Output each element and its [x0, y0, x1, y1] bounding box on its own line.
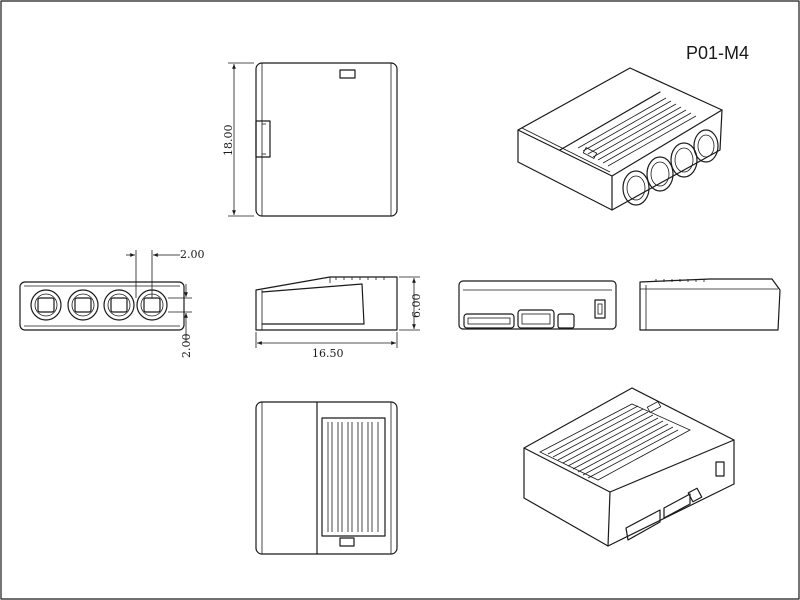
latch-slot — [339, 69, 356, 79]
dimension-length: 16.50 — [255, 332, 398, 360]
side-view-right — [639, 278, 781, 331]
dimension-height-label: 18.00 — [222, 125, 235, 157]
top-view — [255, 401, 398, 555]
back-view — [458, 280, 617, 330]
dimension-pitch-vertical: 2.00 — [168, 284, 193, 358]
front-view — [255, 62, 398, 217]
iso-port-openings — [622, 129, 719, 206]
end-view-ports — [19, 281, 185, 331]
port-2 — [67, 289, 99, 321]
top-view-latch — [339, 537, 355, 547]
side-view — [255, 276, 398, 331]
dimension-length-label: 16.50 — [312, 347, 344, 360]
isometric-view-front — [517, 67, 723, 211]
iso-latch — [715, 461, 725, 477]
back-latch — [594, 299, 606, 319]
isometric-view-back — [523, 387, 735, 547]
dimension-thickness: 6.00 — [399, 276, 423, 331]
part-number-label: P01-M4 — [686, 43, 749, 63]
port-3 — [103, 289, 135, 321]
dimension-pitch-vertical-label: 2.00 — [180, 334, 193, 359]
port-1 — [30, 289, 62, 321]
side-clip — [255, 120, 271, 158]
dimension-pitch-horizontal-label: 2.00 — [180, 248, 205, 261]
dimension-height: 18.00 — [222, 62, 254, 217]
back-slot-2 — [517, 309, 555, 329]
dimension-pitch-horizontal: 2.00 — [126, 248, 205, 298]
back-slot-1 — [463, 313, 515, 329]
rib-panel — [321, 417, 386, 537]
dimension-thickness-label: 6.00 — [410, 294, 423, 319]
back-slot-3 — [557, 313, 575, 329]
